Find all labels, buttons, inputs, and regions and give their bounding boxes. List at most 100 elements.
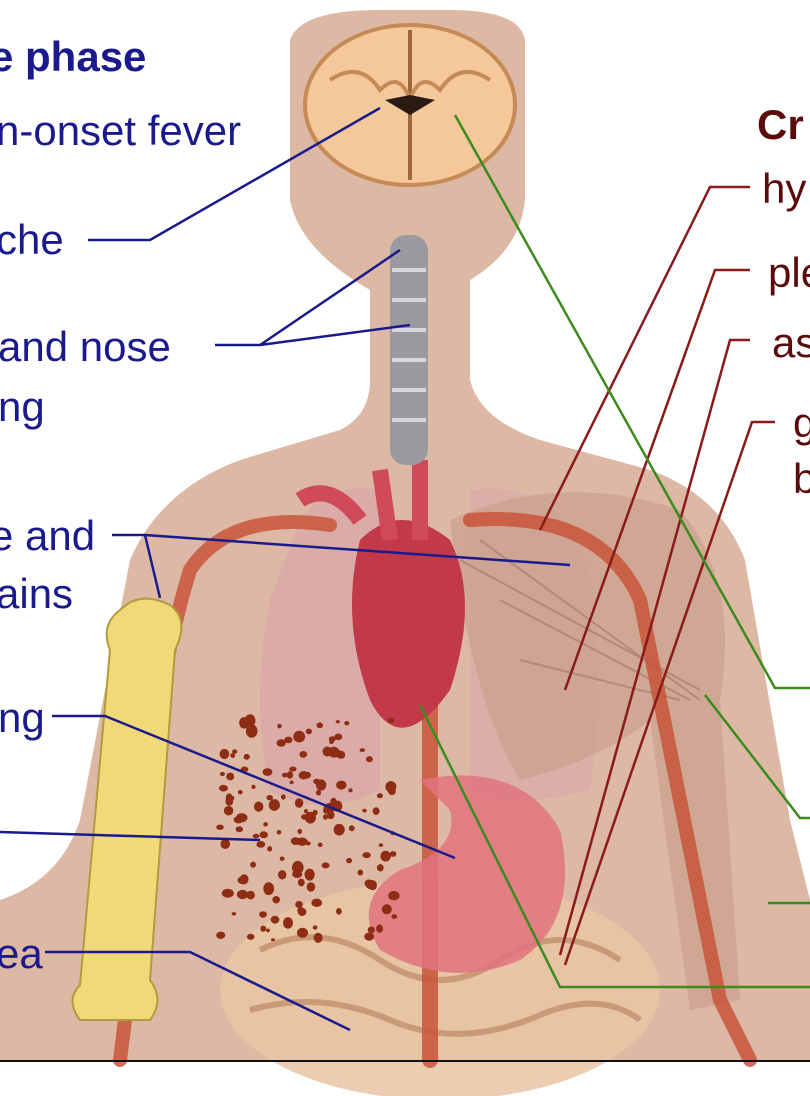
blood-spot	[289, 767, 296, 772]
blood-spot	[313, 925, 318, 929]
label-right-3: as	[772, 322, 810, 364]
blood-spot	[266, 795, 273, 800]
blood-spot	[349, 825, 355, 831]
blood-spot	[295, 798, 303, 808]
label-diarrhea: ea	[0, 933, 43, 975]
blood-spot	[299, 751, 307, 758]
blood-spot	[295, 901, 303, 908]
blood-spot	[226, 793, 233, 801]
blood-spot	[327, 811, 335, 820]
blood-spot	[388, 718, 395, 724]
blood-spot	[263, 882, 274, 895]
blood-spot	[269, 799, 280, 811]
blood-spot	[388, 891, 399, 900]
blood-spot	[318, 843, 323, 847]
label-right-1: hy	[762, 168, 806, 210]
blood-spot	[298, 839, 302, 844]
label-right-4: g	[793, 402, 810, 444]
blood-spot	[362, 852, 370, 858]
blood-spot	[219, 785, 228, 792]
blood-spot	[360, 748, 365, 752]
blood-spot	[282, 773, 288, 778]
blood-spot	[259, 911, 267, 917]
blood-spot	[216, 825, 224, 830]
blood-spot	[364, 933, 374, 941]
blood-spot	[373, 807, 380, 815]
blood-spot	[376, 925, 383, 933]
blood-spot	[266, 929, 270, 933]
blood-spot	[306, 729, 312, 735]
blood-spot	[382, 904, 392, 914]
blood-spot	[346, 858, 352, 863]
blood-spot	[293, 731, 305, 743]
blood-spot	[366, 880, 375, 889]
label-heading-left: e phase	[0, 36, 146, 78]
blood-spot	[254, 802, 263, 812]
blood-spot	[390, 851, 397, 857]
blood-spot	[304, 809, 308, 813]
blood-spot	[271, 938, 275, 941]
label-fever: n-onset fever	[0, 110, 241, 152]
blood-spot	[377, 793, 383, 798]
blood-spot	[221, 839, 231, 849]
blood-spot	[316, 790, 321, 796]
blood-spot	[253, 834, 260, 839]
blood-spot	[246, 891, 255, 900]
blood-spot	[391, 914, 397, 919]
blood-spot	[307, 882, 316, 891]
blood-spot	[314, 933, 323, 943]
blood-spot	[250, 862, 256, 868]
blood-spot	[322, 862, 330, 868]
blood-spot	[298, 879, 305, 887]
blood-spot	[311, 899, 322, 907]
blood-spot	[236, 826, 243, 832]
blood-spot	[283, 917, 293, 929]
blood-spot	[301, 814, 308, 819]
blood-spot	[298, 829, 303, 834]
blood-spot	[224, 806, 233, 816]
blood-spot	[260, 926, 266, 932]
blood-spot	[377, 864, 384, 871]
blood-spot	[368, 927, 375, 934]
blood-spot	[334, 824, 345, 836]
bottom-rule	[0, 1060, 810, 1062]
label-bleeding: ng	[0, 386, 45, 428]
blood-spot	[344, 721, 349, 725]
blood-spot	[256, 841, 265, 848]
blood-spot	[348, 788, 352, 792]
blood-spot	[336, 781, 346, 790]
brain-icon	[305, 25, 515, 185]
blood-spot	[329, 740, 334, 744]
label-heading-right: Cr	[757, 104, 804, 146]
blood-spot	[239, 717, 249, 728]
blood-spot	[234, 816, 244, 823]
blood-spot	[316, 779, 326, 790]
blood-spot	[366, 756, 373, 762]
blood-spot	[238, 790, 243, 794]
blood-spot	[263, 822, 268, 826]
blood-spot	[336, 720, 340, 723]
blood-spot	[277, 830, 282, 835]
blood-spot	[379, 843, 384, 847]
blood-spot	[317, 722, 324, 728]
blood-spot	[297, 928, 308, 938]
blood-spot	[299, 771, 309, 779]
blood-spot	[292, 870, 302, 878]
blood-spot	[216, 932, 225, 939]
blood-spot	[290, 781, 294, 785]
blood-spot	[362, 809, 367, 813]
blood-spot	[272, 896, 280, 903]
label-muscle-joint: e and	[0, 515, 95, 557]
blood-spot	[380, 851, 390, 862]
label-throat-nose: and nose	[0, 326, 171, 368]
blood-spot	[336, 908, 342, 915]
trachea-icon	[390, 235, 428, 465]
blood-spot	[226, 773, 234, 781]
blood-spot	[263, 768, 273, 776]
label-headache: che	[0, 219, 64, 261]
blood-spot	[247, 934, 255, 940]
label-pains: ains	[0, 573, 73, 615]
blood-spot	[232, 912, 237, 915]
blood-spot	[240, 874, 249, 884]
